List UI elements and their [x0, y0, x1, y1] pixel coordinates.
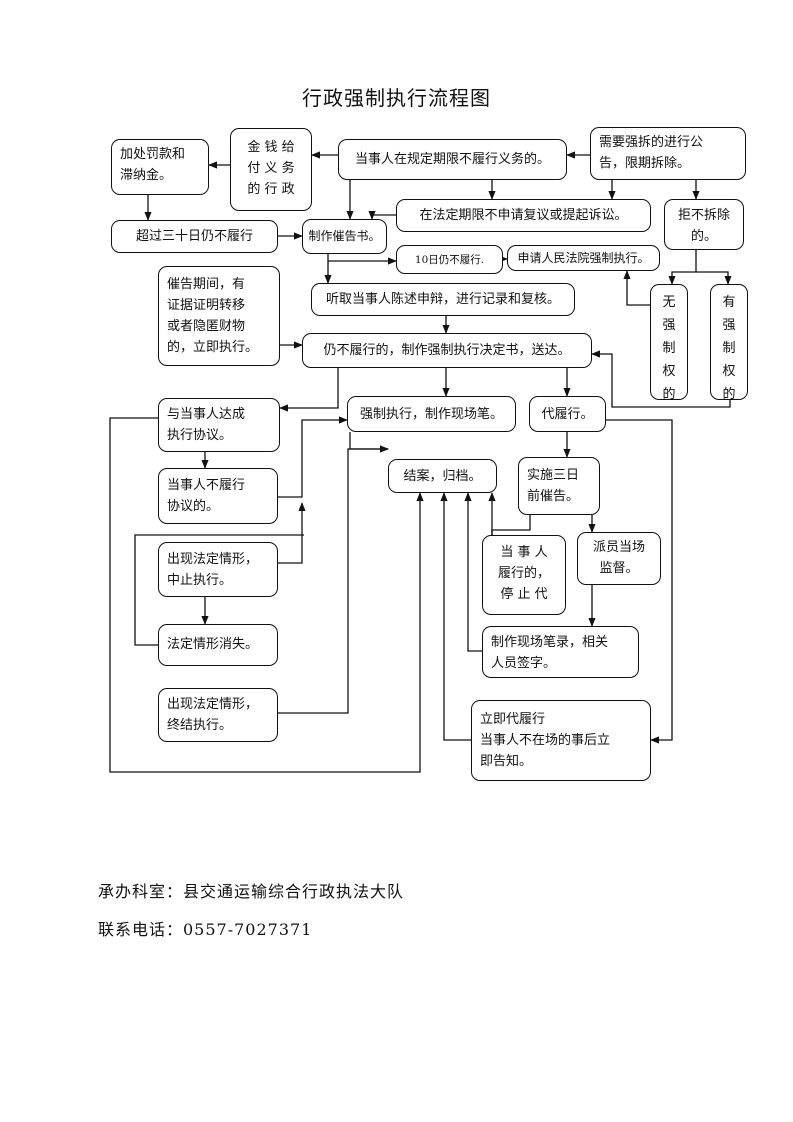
edge-immediate-close [440, 492, 471, 741]
node-hear: 听取当事人陈述申辩，进行记录和复核。 [311, 283, 575, 316]
node-close: 结案，归档。 [388, 459, 497, 493]
edge-enforce-close [349, 432, 389, 453]
node-enforce: 强制执行，制作现场笔。 [347, 396, 516, 432]
node-no-review: 在法定期限不申请复议或提起诉讼。 [396, 199, 651, 232]
edge-decision-agreement [279, 368, 339, 412]
node-suspend: 出现法定情形， 中止执行。 [158, 542, 278, 597]
node-supervise: 派员当场 监督。 [577, 532, 661, 585]
node-ten-days: 10日仍不履行. [396, 245, 503, 274]
edge-refuse-haspower [696, 271, 732, 285]
page-title: 行政强制执行流程图 [302, 86, 491, 110]
node-decision: 仍不履行的，制作强制执行决定书，送达。 [302, 333, 592, 368]
node-no-power: 无 强 制 权 的 [650, 284, 688, 402]
node-vanish: 法定情形消失。 [158, 624, 278, 666]
node-record: 制作现场笔录，相关 人员签字。 [482, 626, 639, 678]
edge-breach-enforce [278, 416, 348, 498]
node-thirty-days: 超过三十日仍不履行 [111, 220, 278, 253]
node-refuse: 拒不拆除 的。 [664, 199, 744, 250]
footer-dept: 承办科室：县交通运输综合行政执法大队 [98, 882, 405, 901]
node-demolish-notice: 需要强拆的进行公 告，限期拆除。 [590, 127, 746, 180]
edge-refuse-nopower [668, 250, 697, 285]
node-evidence: 催告期间，有 证据证明转移 或者隐匿财物 的，立即执行。 [158, 266, 280, 366]
edge-noreview-urge [368, 210, 396, 220]
node-apply-court: 申请人民法院强制执行。 [507, 245, 660, 271]
footer-phone: 联系电话：0557-7027371 [98, 920, 313, 939]
edge-haspower-decision [591, 350, 731, 408]
node-agreement: 与当事人达成 执行协议。 [158, 398, 280, 452]
node-fail: 当事人在规定期限不履行义务的。 [338, 139, 567, 180]
edge-record-close [464, 492, 482, 652]
edge-vanish-loop [134, 534, 304, 646]
edge-terminate-close [278, 445, 389, 714]
node-complied: 当 事 人 履行的， 停 止 代 [482, 535, 566, 615]
edge-substitute-immediate [606, 419, 673, 744]
node-terminate: 出现法定情形， 终结执行。 [158, 688, 278, 742]
edge-nopower-court [623, 270, 650, 306]
node-has-power: 有 强 制 权 的 [710, 284, 748, 402]
node-substitute: 代履行。 [529, 396, 606, 432]
node-money: 金 钱 给 付 义 务 的 行 政 [230, 128, 312, 211]
edge-agreement-close [109, 417, 424, 773]
node-three-days: 实施三日 前催告。 [518, 457, 600, 515]
node-fine: 加处罚款和 滞纳金。 [111, 139, 209, 195]
node-urge: 制作催告书。 [302, 219, 387, 254]
edge-threedays-complied [491, 515, 531, 535]
node-immediate: 立即代履行 当事人不在场的事后立 即告知。 [471, 700, 651, 781]
node-breach: 当事人不履行 协议的。 [158, 468, 278, 524]
edge-suspend-loop [278, 502, 306, 564]
